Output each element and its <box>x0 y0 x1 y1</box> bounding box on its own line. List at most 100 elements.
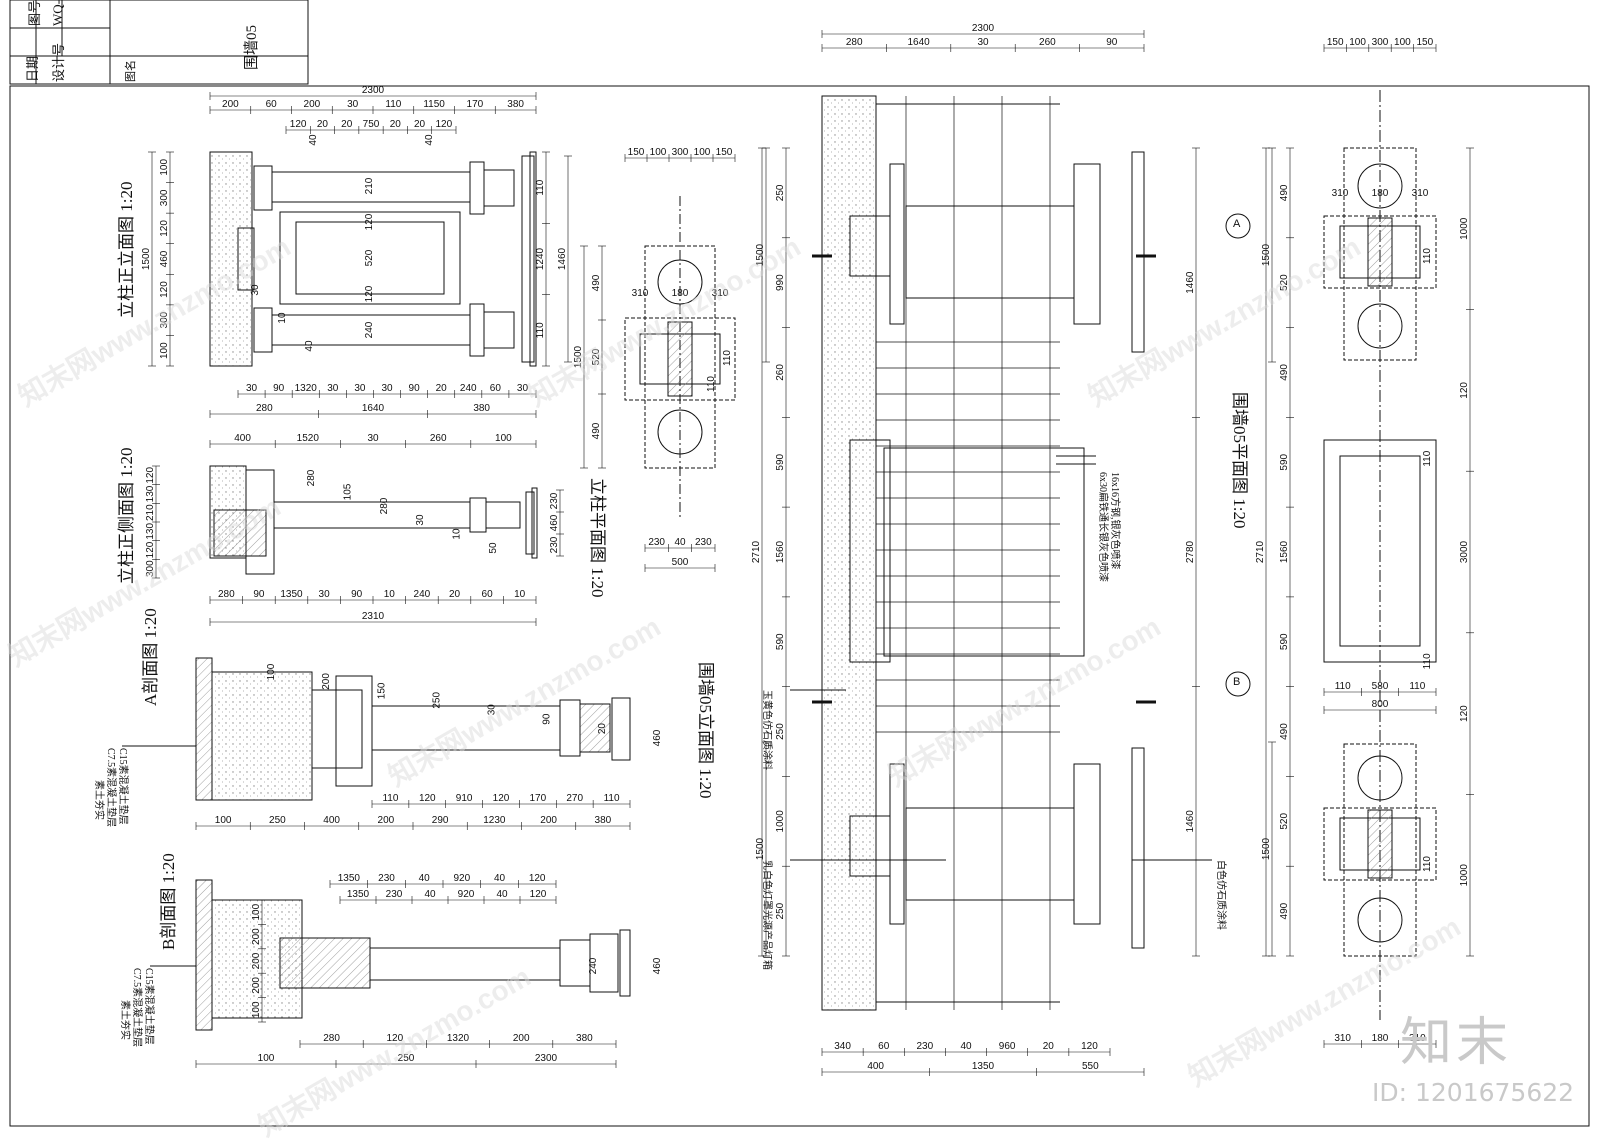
sheet-border <box>9 85 1590 1127</box>
pf-bottom-dim-label: 30 <box>517 383 529 394</box>
we-bottom2-dim-label: 550 <box>1082 1061 1099 1072</box>
image-id: ID: 1201675622 <box>1372 1078 1575 1107</box>
sb-bottom2-dim-label: 2300 <box>535 1053 558 1064</box>
pf-bottom-dim-label: 30 <box>246 383 258 394</box>
we-bottom-dim-label: 40 <box>960 1041 972 1052</box>
ps-top-dim-label: 100 <box>495 433 512 444</box>
we-bottom2-dim-label: 400 <box>867 1061 884 1072</box>
we-left-total-dim-label: 2710 <box>751 540 762 563</box>
section-mark-b: B <box>1233 676 1241 688</box>
note-lamp: 乳白色灯罩光源产品灯箱 <box>761 860 772 970</box>
pf-bottom-dim-label: 90 <box>273 383 285 394</box>
wp-right-dim-label: 1000 <box>1459 864 1470 887</box>
sb-top2-dim-label: 40 <box>496 889 508 900</box>
wp-inner1-label: 180 <box>1372 188 1389 199</box>
ps-bottom-dim-label: 10 <box>384 589 396 600</box>
pp-left-total-dim-label: 1500 <box>573 345 584 368</box>
sa-top-label: 30 <box>487 704 498 716</box>
ps-inner-label: 30 <box>415 514 426 526</box>
pf-right-dim-label: 1240 <box>535 247 546 270</box>
wp-left-dim-label: 520 <box>1279 274 1290 291</box>
pf-left-total-dim-label: 1500 <box>141 247 152 270</box>
sa-top-label: 20 <box>597 723 608 735</box>
view-title-wall-plan: 围墙05平面图 1:20 <box>1230 392 1249 529</box>
sa-bottom-dim-label: 910 <box>456 793 473 804</box>
sb-top2-dim-label: 40 <box>424 889 436 900</box>
we-left-1500a-dim-label: 1500 <box>755 243 766 266</box>
pp-top-dim-label: 100 <box>694 147 711 158</box>
pf-left-dim-label: 300 <box>159 311 170 328</box>
wp-bottom-dim-label: 310 <box>1409 1033 1426 1044</box>
sa-bottom2-dim-label: 1230 <box>483 815 506 826</box>
sb-right-label: 240 <box>588 957 599 974</box>
pp-bottom-dim-label: 230 <box>695 537 712 548</box>
ps-top-dim-label: 1520 <box>297 433 320 444</box>
pf-misc-label: 30 <box>250 284 261 296</box>
we-bottom-dim-label: 120 <box>1081 1041 1098 1052</box>
sa-top-label: 150 <box>376 682 387 699</box>
wp-mid-dim-label: 110 <box>1409 681 1425 692</box>
pf-left-dim-label: 460 <box>159 250 170 267</box>
wp-top-dim-label: 300 <box>1372 37 1389 48</box>
sa-bottom2-dim-label: 100 <box>215 815 232 826</box>
wp-top-dim-label: 100 <box>1394 37 1411 48</box>
sb-left-dim-label: 100 <box>251 903 262 920</box>
ps-right-dim-label: 230 <box>549 492 560 509</box>
pp-inner-label: 310 <box>712 288 729 299</box>
pf-bottom2-dim-label: 1640 <box>362 403 385 414</box>
pf-misc-label: 10 <box>277 312 288 324</box>
wp-left-dim-label: 490 <box>1279 723 1290 740</box>
we-bottom-dim-label: 20 <box>1043 1041 1055 1052</box>
wp-top-dim-label: 150 <box>1327 37 1344 48</box>
we-right-dim-label: 1460 <box>1185 271 1196 294</box>
ps-left-dim-label: 210 <box>145 504 156 521</box>
sb-top-dim-label: 40 <box>419 873 431 884</box>
wp-top-dim-label: 150 <box>1416 37 1433 48</box>
pf-bottom-dim-label: 20 <box>436 383 448 394</box>
wp-inner2-label: 110 <box>1422 450 1433 466</box>
sa-bottom-dim-label: 110 <box>604 793 620 804</box>
we-right-dim-label: 2780 <box>1185 540 1196 563</box>
sa-bottom2-dim-label: 400 <box>323 815 340 826</box>
ps-bottom-dim-label: 90 <box>351 589 363 600</box>
sb-top2-dim-label: 920 <box>458 889 475 900</box>
ps-right-dim-label: 460 <box>549 514 560 531</box>
pf-bottom-dim-label: 30 <box>381 383 393 394</box>
wp-left-dim-label: 490 <box>1279 902 1290 919</box>
sa-bottom-dim-label: 270 <box>566 793 583 804</box>
pf-top2-dim-label: 120 <box>436 119 453 130</box>
we-left-dim-label: 1560 <box>775 540 786 563</box>
ps-top-dim-label: 260 <box>430 433 447 444</box>
sa-bottom-dim-label: 120 <box>419 793 436 804</box>
mark-layer <box>876 96 1060 1010</box>
wp-left-total-dim-label: 2710 <box>1255 540 1266 563</box>
pf-top-dim-label: 200 <box>304 99 321 110</box>
wp-mid-dim-label: 110 <box>1335 681 1351 692</box>
pf-bottom2-dim-label: 280 <box>256 403 273 414</box>
view-title-section-a: A剖面图 1:20 <box>141 608 160 706</box>
pf-right-total-dim-label: 1460 <box>557 247 568 270</box>
view-title-section-b: B剖面图 1:20 <box>159 853 178 950</box>
pillar-plan <box>624 196 736 520</box>
pillar-front-elevation <box>209 151 537 367</box>
pf-inner-label: 120 <box>364 285 375 302</box>
pf-inner-label: 520 <box>364 249 375 266</box>
pf-bottom-dim-label: 30 <box>354 383 366 394</box>
pf-left-dim-label: 100 <box>159 159 170 176</box>
sb-top-dim-label: 230 <box>378 873 395 884</box>
we-bottom-dim-label: 60 <box>878 1041 890 1052</box>
pf-inner-label: 210 <box>364 177 375 194</box>
pf-top2-dim-label: 750 <box>363 119 380 130</box>
ps-bottom-dim-label: 20 <box>449 589 461 600</box>
wp-right-dim-label: 120 <box>1459 705 1470 722</box>
wp-inner2-label: 110 <box>1422 856 1433 872</box>
pf-bottom-dim-label: 90 <box>409 383 421 394</box>
wp-mid-total-dim-label: 800 <box>1372 699 1389 710</box>
pp-right-label: 110 <box>722 350 733 366</box>
note-stone-yellow: 玉黄色仿石质涂料 <box>761 690 772 770</box>
pf-right-dim-label: 110 <box>535 179 546 195</box>
title-block <box>9 0 309 85</box>
ps-inner-label: 50 <box>488 542 499 554</box>
we-left-dim-label: 990 <box>775 274 786 291</box>
ps-bottom-dim-label: 240 <box>414 589 431 600</box>
